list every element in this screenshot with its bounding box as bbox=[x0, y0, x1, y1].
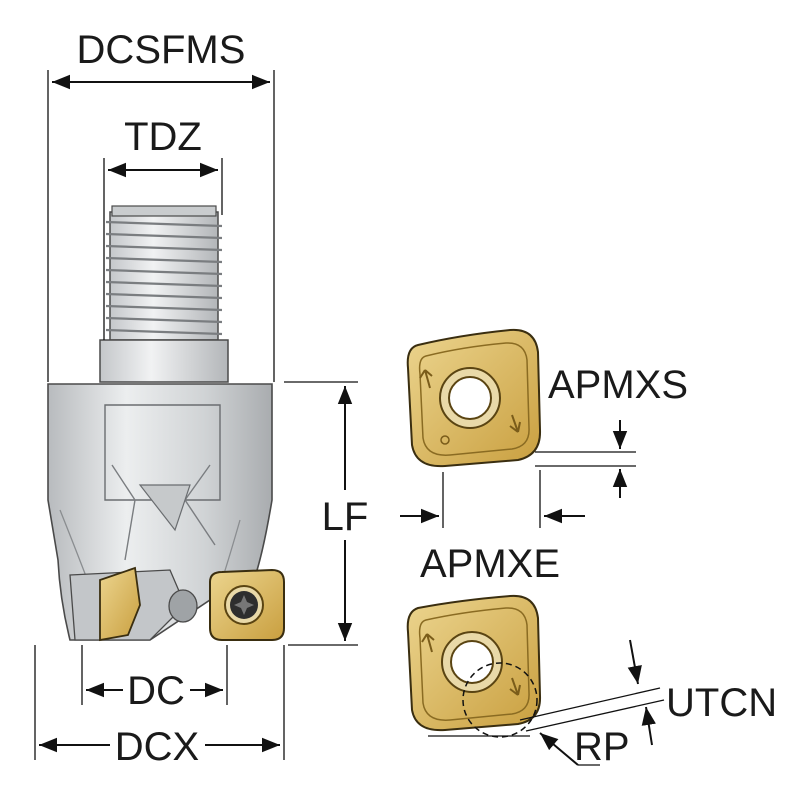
tdz-label: TDZ bbox=[124, 115, 202, 159]
lf-label: LF bbox=[322, 495, 369, 539]
dcx-label: DCX bbox=[115, 725, 199, 769]
insert-bottom-view bbox=[406, 594, 542, 738]
dc-label: DC bbox=[127, 669, 185, 713]
dimension-rp: RP bbox=[539, 725, 630, 769]
edge-insert-left bbox=[99, 566, 141, 642]
torx-screw-icon bbox=[230, 591, 258, 619]
shank-neck bbox=[99, 339, 229, 383]
apmxe-label: APMXE bbox=[420, 542, 560, 586]
dcsfms-label: DCSFMS bbox=[77, 28, 246, 72]
dimension-dcsfms: DCSFMS bbox=[47, 28, 275, 382]
dimension-apmxs: APMXS bbox=[535, 363, 688, 498]
apmxs-label: APMXS bbox=[548, 363, 688, 407]
dimension-dcx: DCX bbox=[34, 645, 285, 769]
rp-label: RP bbox=[574, 725, 630, 769]
threaded-shank bbox=[105, 205, 223, 341]
milling-cutter-body bbox=[47, 205, 285, 642]
insert-top-view bbox=[406, 328, 542, 468]
rotation-arrow-icon bbox=[419, 369, 521, 433]
dimension-lf: LF bbox=[284, 381, 369, 646]
rotation-arrow-icon bbox=[421, 633, 521, 696]
utcn-label: UTCN bbox=[666, 681, 777, 725]
dimension-tdz: TDZ bbox=[103, 115, 223, 340]
dimension-apmxe: APMXE bbox=[400, 470, 585, 586]
dimension-dc: DC bbox=[81, 645, 228, 713]
dimension-utcn: UTCN bbox=[428, 639, 777, 746]
front-insert bbox=[209, 568, 285, 641]
